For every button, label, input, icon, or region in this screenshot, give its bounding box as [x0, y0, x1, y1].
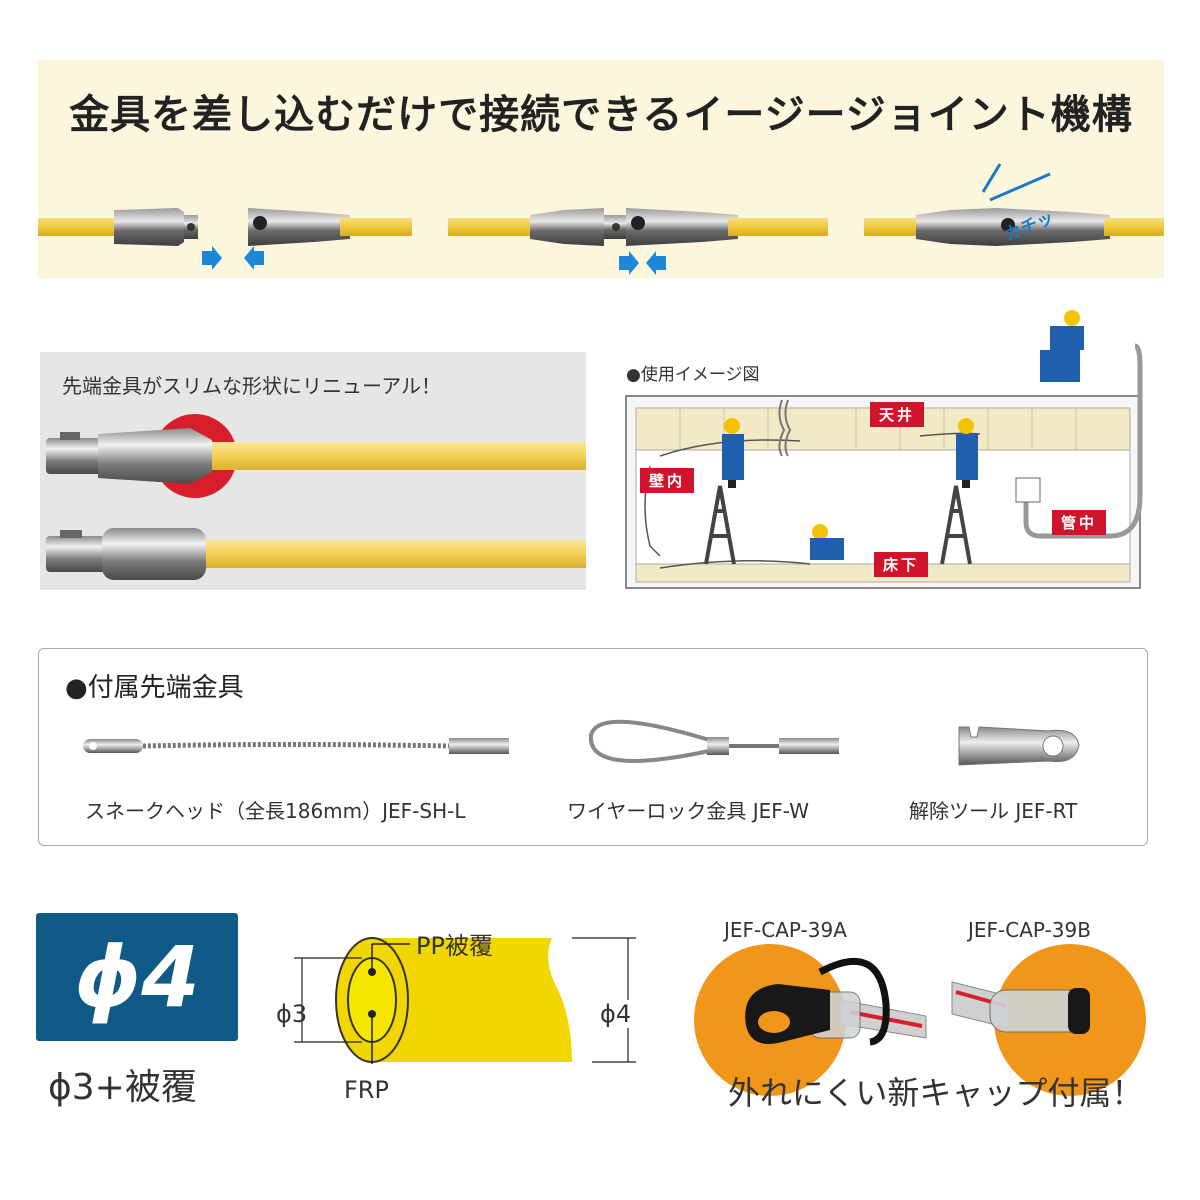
usage-diagram	[625, 310, 1143, 589]
release-tool-image	[958, 726, 1080, 766]
slim-tip-panel: 先端金具がスリムな形状にリニューアル！	[40, 352, 586, 590]
accessories-title: ●付属先端金具	[65, 673, 244, 703]
core-label: FRP	[344, 1076, 389, 1104]
wall-label: 壁内	[640, 468, 695, 493]
diameter-caption: ϕ3+被覆	[48, 1067, 197, 1108]
ceiling-label: 天井	[870, 402, 925, 427]
accessories-illustration	[83, 719, 1080, 766]
inner-diameter-label: ϕ3	[276, 1000, 308, 1028]
release-tool-label: 解除ツール JEF-RT	[909, 799, 1078, 823]
insert-left-arrow-icon	[646, 251, 666, 275]
snake-head-image	[83, 738, 509, 754]
caps-caption: 外れにくい新キャップ付属！	[728, 1074, 1144, 1112]
joint-step-inserting	[448, 208, 828, 275]
coating-label: PP被覆	[416, 932, 493, 960]
banner-title: 金具を差し込むだけで接続できるイージージョイント機構	[69, 92, 1133, 138]
cap-a-image	[745, 957, 927, 1046]
accessories-box: ●付属先端金具 スネークヘッド（全長186mm）JEF-SH-L ワイヤーロック	[38, 648, 1148, 846]
worker-figures	[722, 310, 1084, 560]
cross-section-diagram	[294, 937, 636, 1064]
wire-lock-image	[588, 719, 839, 763]
insert-right-arrow-icon	[619, 251, 639, 275]
floor-label: 床下	[874, 552, 929, 577]
caps-illustration	[694, 944, 1146, 1096]
cap-b-image	[951, 981, 1090, 1034]
diameter-badge: ϕ4	[36, 913, 238, 1041]
easy-joint-banner: 金具を差し込むだけで接続できるイージージョイント機構	[38, 60, 1164, 278]
snake-head-label: スネークヘッド（全長186mm）JEF-SH-L	[85, 799, 466, 823]
cap-a-model-label: JEF-CAP-39A	[724, 918, 847, 942]
slim-tip-caption: 先端金具がスリムな形状にリニューアル！	[62, 374, 441, 398]
joint-illustration	[38, 163, 1164, 275]
wire-lock-label: ワイヤーロック金具 JEF-W	[567, 799, 809, 823]
outer-diameter-label: ϕ4	[598, 1000, 634, 1028]
usage-title: ●使用イメージ図	[626, 365, 760, 385]
slim-tip-illustration	[46, 414, 586, 580]
push-right-arrow-icon	[202, 246, 222, 270]
pipe-label: 管中	[1052, 510, 1107, 535]
joint-step-separated	[38, 208, 412, 270]
joint-step-locked	[864, 163, 1164, 246]
cap-b-model-label: JEF-CAP-39B	[968, 918, 1091, 942]
push-left-arrow-icon	[244, 246, 264, 270]
